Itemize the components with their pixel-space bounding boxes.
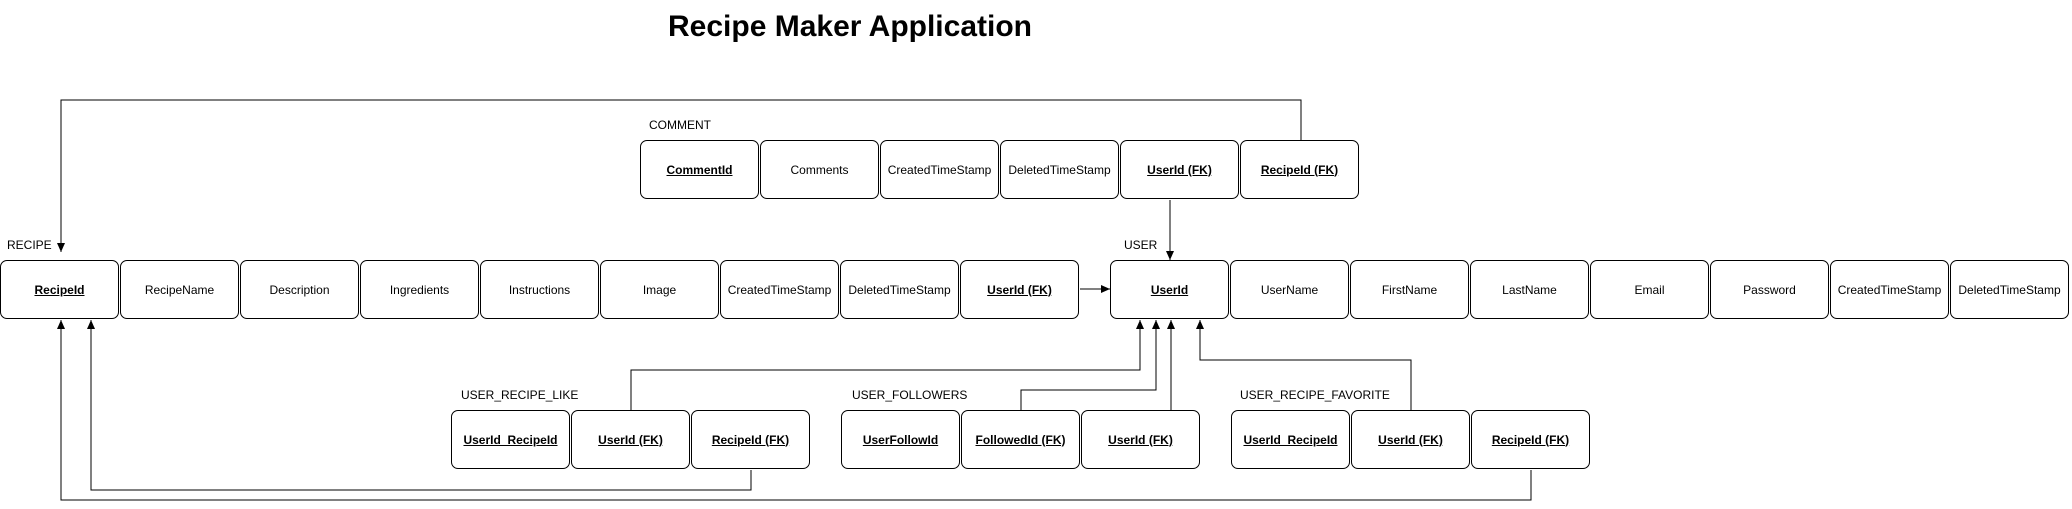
attr-recipe-ingredients: Ingredients [360,260,479,319]
attr-favorite-userid-fk: UserId (FK) [1351,410,1470,469]
rel-followed-user [1020,320,1160,410]
attr-recipe-recipeid: RecipeId [0,260,119,319]
entity-label-user-recipe-favorite: USER_RECIPE_FAVORITE [1240,388,1390,402]
attr-favorite-userid-recipeid: UserId_RecipeId [1231,410,1350,469]
rel-like-user [630,320,1144,410]
rel-comment-recipe [57,99,1302,252]
attr-recipe-image: Image [600,260,719,319]
attr-recipe-instructions: Instructions [480,260,599,319]
attr-user-password: Password [1710,260,1829,319]
attr-like-recipeid-fk: RecipeId (FK) [691,410,810,469]
entity-label-user-recipe-like: USER_RECIPE_LIKE [461,388,579,402]
entity-label-recipe: RECIPE [7,238,52,252]
attr-user-lastname: LastName [1470,260,1589,319]
attr-favorite-recipeid-fk: RecipeId (FK) [1471,410,1590,469]
attr-comment-recipeid-fk: RecipeId (FK) [1240,140,1359,199]
attr-user-deletedtimestamp: DeletedTimeStamp [1950,260,2069,319]
attr-comment-deletedtimestamp: DeletedTimeStamp [1000,140,1119,199]
attr-comment-commentid: CommentId [640,140,759,199]
attr-user-email: Email [1590,260,1709,319]
rel-like-recipe [87,320,752,491]
entity-label-comment: COMMENT [649,118,711,132]
attr-comment-userid-fk: UserId (FK) [1120,140,1239,199]
rel-favorite-recipe [57,320,1532,501]
attr-comment-comments: Comments [760,140,879,199]
attr-user-userid: UserId [1110,260,1229,319]
attr-recipe-userid-fk: UserId (FK) [960,260,1079,319]
attr-comment-createdtimestamp: CreatedTimeStamp [880,140,999,199]
entity-label-user-followers: USER_FOLLOWERS [852,388,968,402]
attr-user-username: UserName [1230,260,1349,319]
attr-like-userid-fk: UserId (FK) [571,410,690,469]
attr-followers-followedid-fk: FollowedId (FK) [961,410,1080,469]
attr-recipe-deletedtimestamp: DeletedTimeStamp [840,260,959,319]
attr-like-userid-recipeid: UserId_RecipeId [451,410,570,469]
entity-label-user: USER [1124,238,1158,252]
attr-recipe-description: Description [240,260,359,319]
diagram-title: Recipe Maker Application [668,10,1032,43]
attr-recipe-recipename: RecipeName [120,260,239,319]
attr-user-firstname: FirstName [1350,260,1469,319]
attr-recipe-createdtimestamp: CreatedTimeStamp [720,260,839,319]
rel-favorite-user [1196,320,1412,410]
attr-followers-userid-fk: UserId (FK) [1081,410,1200,469]
attr-user-createdtimestamp: CreatedTimeStamp [1830,260,1949,319]
attr-followers-userfollowid: UserFollowId [841,410,960,469]
